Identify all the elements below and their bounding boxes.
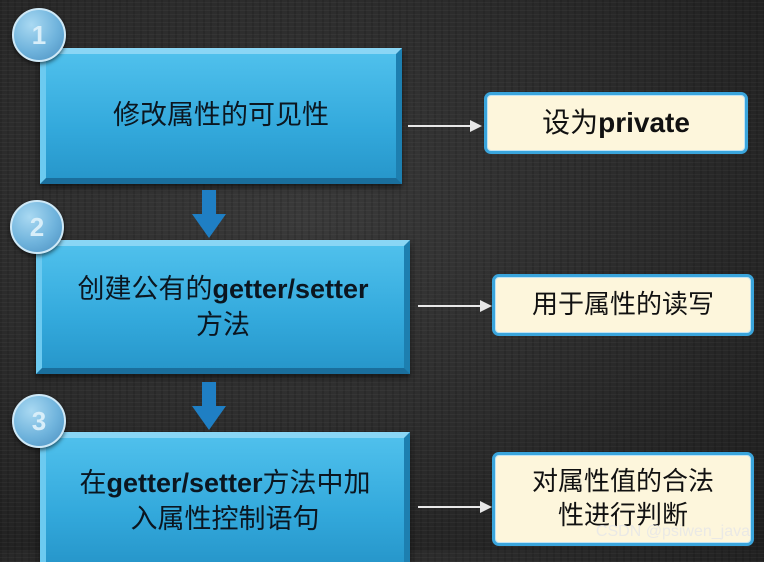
step-3-text: 在getter/setter方法中加 入属性控制语句 (79, 465, 370, 538)
note-1-box: 设为private (484, 92, 748, 154)
note-3-box: 对属性值的合法 性进行判断 (492, 452, 754, 546)
note-3-line2: 性进行判断 (557, 501, 688, 531)
step-1-box: 修改属性的可见性 (40, 48, 402, 184)
watermark: CSDN @psiwen_java (595, 523, 750, 540)
note-3-line1: 对属性值的合法 (531, 467, 714, 497)
step-3-line2: 入属性控制语句 (130, 503, 320, 535)
down-arrow-icon (192, 190, 226, 238)
note-1-text-bold: private (598, 107, 690, 138)
step-1-text: 修改属性的可见性 (113, 98, 329, 134)
right-arrow-icon (418, 300, 492, 312)
note-1-text-a: 设为 (542, 106, 599, 139)
note-2-text: 用于属性的读写 (531, 290, 714, 320)
step-2-box: 创建公有的getter/setter 方法 (36, 240, 410, 374)
note-1-text: 设为private (542, 106, 690, 140)
right-arrow-icon (418, 501, 492, 513)
step-2-number: 2 (10, 200, 64, 254)
step-3-box: 在getter/setter方法中加 入属性控制语句 (40, 432, 410, 562)
step-3-text-bold: getter/setter (106, 467, 263, 498)
step-2-text: 创建公有的getter/setter 方法 (77, 271, 368, 344)
step-3-text-a: 在 (79, 467, 107, 499)
note-3-text: 对属性值的合法 性进行判断 (532, 465, 714, 533)
right-arrow-icon (408, 120, 482, 132)
step-1-number: 1 (12, 8, 66, 62)
step-3-number: 3 (12, 394, 66, 448)
step-2-line2: 方法 (196, 309, 250, 341)
step-3-text-b: 方法中加 (262, 467, 371, 499)
note-2-box: 用于属性的读写 (492, 274, 754, 336)
step-2-text-a: 创建公有的 (77, 273, 213, 305)
step-2-text-bold: getter/setter (212, 273, 369, 304)
down-arrow-icon (192, 382, 226, 430)
step-1-text-a: 修改属性的可见性 (113, 100, 329, 131)
